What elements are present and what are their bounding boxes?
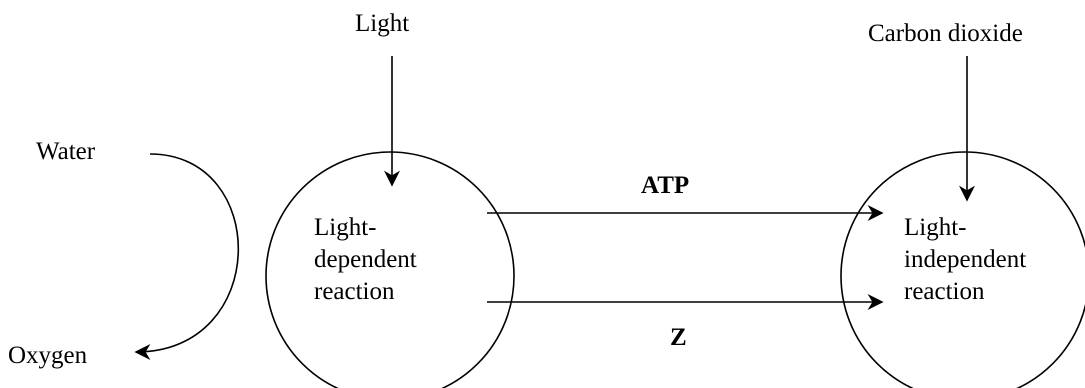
water-label: Water (36, 138, 96, 165)
water-to-oxygen-arrow (134, 153, 240, 360)
light-dependent-line-3: reaction (314, 278, 395, 305)
light-independent-circle (840, 151, 1085, 388)
carbon-dioxide-label: Carbon dioxide (868, 20, 1023, 47)
oxygen-label: Oxygen (8, 342, 88, 369)
light-independent-line-3: reaction (904, 278, 985, 305)
light-label: Light (355, 10, 410, 37)
light-dependent-circle (265, 151, 515, 388)
atp-label: ATP (641, 172, 690, 199)
light-independent-line-1: Light- (904, 214, 967, 241)
light-dependent-reaction-label: Light- dependent reaction (314, 212, 417, 308)
light-independent-reaction-label: Light- independent reaction (904, 212, 1026, 308)
light-dependent-line-2: dependent (314, 246, 417, 273)
light-dependent-line-1: Light- (314, 214, 377, 241)
z-label: Z (670, 324, 687, 351)
light-independent-line-2: independent (904, 246, 1027, 273)
